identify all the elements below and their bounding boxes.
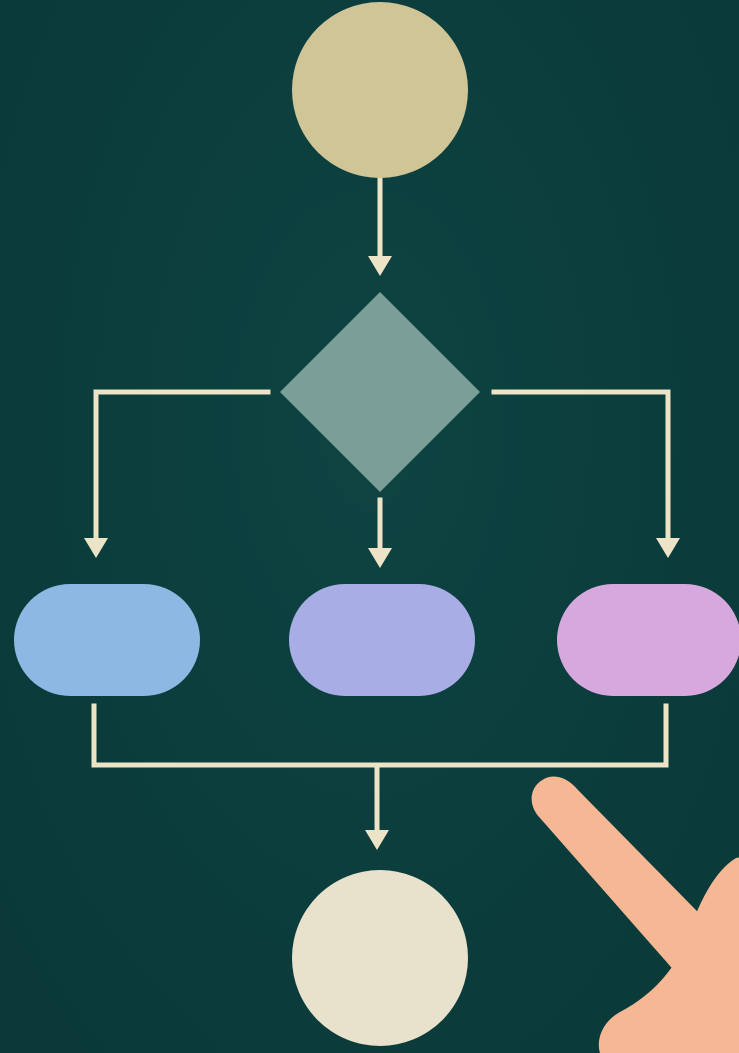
hand-palm: [598, 857, 739, 1053]
end-node: [292, 870, 468, 1046]
arrowheads: [84, 256, 680, 850]
process-node-right: [557, 584, 739, 696]
arrowhead-right: [656, 538, 680, 558]
pointing-hand-icon: [531, 776, 739, 1053]
arrowhead-middle: [368, 548, 392, 568]
arrowhead-end: [365, 830, 389, 850]
arrowhead-decision: [368, 256, 392, 276]
process-node-left: [14, 584, 200, 696]
decision-node: [280, 292, 480, 492]
connectors: [91, 177, 671, 835]
edge-decision-left: [93, 389, 271, 543]
start-node: [292, 2, 468, 178]
edge-merge: [91, 703, 669, 768]
process-node-middle: [289, 584, 475, 696]
edge-decision-right: [491, 389, 671, 543]
arrowhead-left: [84, 538, 108, 558]
